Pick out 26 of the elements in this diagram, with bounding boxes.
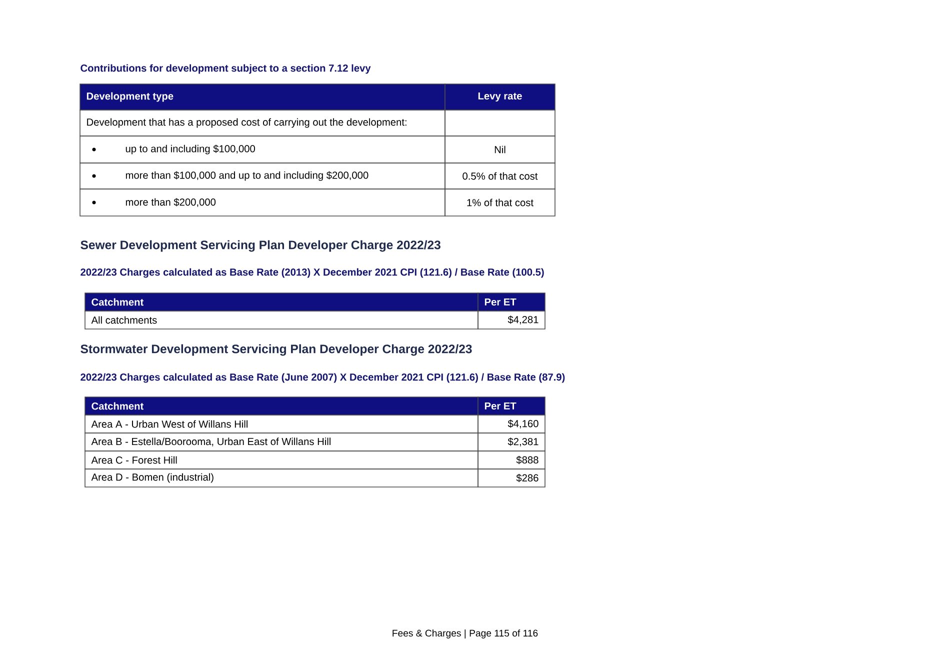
table-cell: Nil: [444, 136, 556, 164]
table-cell: 0.5% of that cost: [444, 162, 556, 190]
table-cell: 1% of that cost: [444, 188, 556, 216]
section-heading: Sewer Development Servicing Plan Developer Charge 2022/23: [80, 240, 440, 252]
table-cell: more than $200,000: [80, 188, 446, 216]
table-header-cell: Per ET: [478, 292, 546, 312]
table-header-cell: Per ET: [478, 396, 546, 416]
table-cell: $4,160: [478, 414, 546, 434]
table-cell: $888: [478, 450, 546, 470]
table-cell: $4,281: [478, 310, 546, 330]
table-cell: Development that has a proposed cost of carrying out the development:: [80, 110, 446, 136]
table-cell: Area A - Urban West of Willans Hill: [84, 414, 478, 434]
table-cell: up to and including $100,000: [80, 136, 446, 164]
table-header-cell: Levy rate: [444, 84, 556, 110]
table-cell: more than $100,000 and up to and including $200,000: [80, 162, 446, 190]
formula-note: 2022/23 Charges calculated as Base Rate (2013) X December 2021 CPI (121.6) / Base Rate (100.5): [80, 268, 544, 278]
table-cell: All catchments: [84, 310, 478, 330]
table-cell: $286: [478, 468, 546, 488]
table-cell: Area C - Forest Hill: [84, 450, 478, 470]
formula-note: 2022/23 Charges calculated as Base Rate (June 2007) X December 2021 CPI (121.6) / Base Rate (87.9): [80, 373, 565, 383]
table-cell: $2,381: [478, 432, 546, 452]
table-cell: Area D - Bomen (industrial): [84, 468, 478, 488]
table-cell: Area B - Estella/Boorooma, Urban East of Willans Hill: [84, 432, 478, 452]
page-footer: Fees & Charges | Page 115 of 116: [392, 630, 538, 638]
section-heading: Contributions for development subject to a section 7.12 levy: [80, 64, 371, 74]
section-heading: Stormwater Development Servicing Plan Developer Charge 2022/23: [80, 344, 472, 356]
